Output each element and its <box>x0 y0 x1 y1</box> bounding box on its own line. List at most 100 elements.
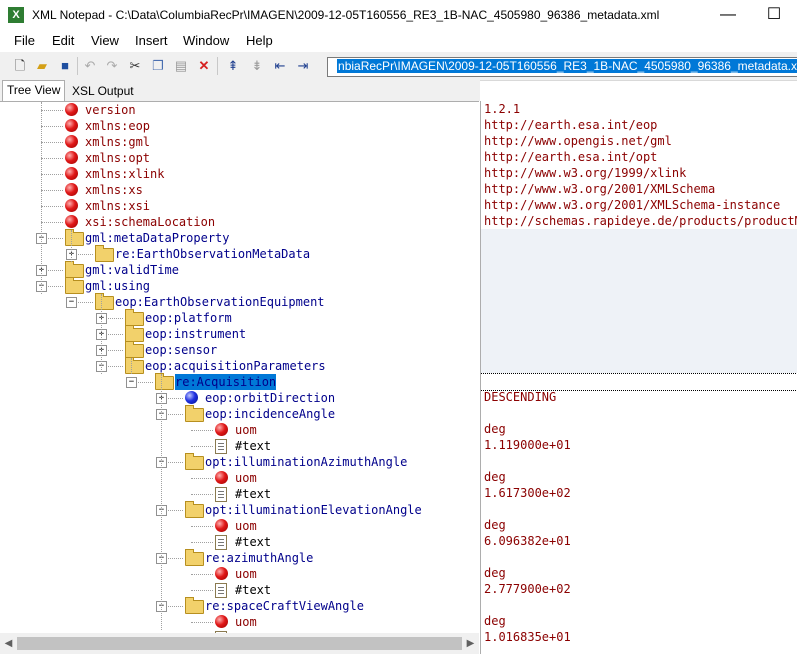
tab-xsl-output[interactable]: XSL Output <box>72 84 134 98</box>
node-value[interactable]: deg <box>484 470 506 484</box>
tree-row[interactable]: +eop:sensor <box>0 341 479 358</box>
nudge-up-icon[interactable]: ⇞ <box>227 58 239 73</box>
new-file-icon[interactable]: 🗋 <box>14 58 26 73</box>
tree-node-label[interactable]: eop:platform <box>145 311 232 325</box>
tree-row[interactable]: uom <box>0 566 479 582</box>
tree-row[interactable]: uom <box>0 614 479 630</box>
node-value[interactable]: http://schemas.rapideye.de/products/prod… <box>484 214 797 228</box>
menu-view[interactable]: View <box>91 33 119 48</box>
tree-row[interactable]: +eop:orbitDirection <box>0 390 479 406</box>
open-folder-icon[interactable]: ▰ <box>37 58 47 73</box>
tree-row[interactable]: +eop:platform <box>0 309 479 326</box>
tree-node-label[interactable]: xmlns:xs <box>85 183 143 197</box>
node-value[interactable]: 1.119000e+01 <box>484 438 571 452</box>
tree-node-label[interactable]: uom <box>235 519 257 533</box>
nudge-down-icon[interactable]: ⇟ <box>251 58 263 73</box>
node-value[interactable]: http://www.w3.org/2001/XMLSchema <box>484 182 716 196</box>
node-value[interactable]: 1.2.1 <box>484 102 521 116</box>
tree-row[interactable]: − re:Acquisition <box>0 373 479 390</box>
tree-row[interactable]: xsi:schemaLocation <box>0 214 479 230</box>
node-value[interactable]: 1.016835e+01 <box>484 630 571 644</box>
node-value[interactable]: deg <box>484 566 506 580</box>
tree-node-label[interactable]: #text <box>235 535 272 549</box>
tree-row[interactable]: +eop:instrument <box>0 325 479 342</box>
tree-row[interactable]: xmlns:xsi <box>0 198 479 214</box>
tree-row[interactable]: −re:azimuthAngle <box>0 549 479 566</box>
tree-row[interactable]: xmlns:opt <box>0 150 479 166</box>
menu-window[interactable]: Window <box>183 33 230 48</box>
tree-row[interactable]: uom <box>0 518 479 534</box>
tree-node-label[interactable]: gml:validTime <box>85 263 179 277</box>
node-value[interactable]: http://www.opengis.net/gml <box>484 134 672 148</box>
tree-node-label[interactable]: #text <box>235 439 272 453</box>
tree-node-label[interactable]: eop:acquisitionParameters <box>145 359 326 373</box>
node-value[interactable]: deg <box>484 518 506 532</box>
tree-row[interactable]: uom <box>0 422 479 438</box>
tree-node-label[interactable]: #text <box>235 630 271 634</box>
node-value[interactable]: http://earth.esa.int/opt <box>484 150 658 164</box>
minimize-button[interactable]: — <box>720 6 736 23</box>
tree-node-label[interactable]: re:Acquisition <box>175 374 277 390</box>
menu-edit[interactable]: Edit <box>52 33 75 48</box>
tree-row[interactable]: uom <box>0 470 479 486</box>
tree-node-label[interactable]: opt:illuminationElevationAngle <box>205 503 422 517</box>
tree-row[interactable]: #text <box>0 438 479 454</box>
tree-node-label[interactable]: opt:illuminationAzimuthAngle <box>205 455 408 469</box>
node-value[interactable]: 6.096382e+01 <box>484 534 571 548</box>
collapse-icon[interactable]: − <box>126 377 137 388</box>
scroll-right-icon[interactable]: ▶ <box>466 638 475 649</box>
undo-icon[interactable]: ↶ <box>84 58 96 73</box>
node-value[interactable]: 2.777900e+02 <box>484 582 571 596</box>
tree-node-label[interactable]: xmlns:xsi <box>85 199 151 213</box>
tree-node-label[interactable]: uom <box>235 471 257 485</box>
node-value-pane[interactable]: 1.2.1 http://earth.esa.int/eop http://www.… <box>480 101 797 654</box>
horizontal-scrollbar[interactable]: ◀ ▶ <box>0 633 479 654</box>
redo-icon[interactable]: ↷ <box>106 58 118 73</box>
tree-node-label[interactable]: re:EarthObservationMetaData <box>115 247 311 261</box>
tree-row[interactable]: xmlns:eop <box>0 118 479 134</box>
tree-node-label[interactable]: xmlns:xlink <box>85 167 165 181</box>
node-value[interactable]: http://www.w3.org/1999/xlink <box>484 166 687 180</box>
tree-node-label[interactable]: re:spaceCraftViewAngle <box>205 599 364 613</box>
tree-node-label[interactable]: xmlns:gml <box>85 135 151 149</box>
tree-row[interactable]: −opt:illuminationElevationAngle <box>0 501 479 518</box>
node-value[interactable]: deg <box>484 422 506 436</box>
tree-node-label[interactable]: xmlns:opt <box>85 151 151 165</box>
scroll-left-icon[interactable]: ◀ <box>4 638 13 649</box>
tree-row[interactable]: −re:spaceCraftViewAngle <box>0 597 479 614</box>
tree-node-label[interactable]: uom <box>235 567 257 581</box>
tree-node-label[interactable]: eop:orbitDirection <box>205 391 336 405</box>
tab-tree-view[interactable]: Tree View <box>2 80 66 102</box>
node-value[interactable]: http://earth.esa.int/eop <box>484 118 658 132</box>
tree-row[interactable]: #text <box>0 486 479 502</box>
tree-row[interactable]: xmlns:gml <box>0 134 479 150</box>
tree-row[interactable]: −eop:acquisitionParameters <box>0 357 479 374</box>
node-value[interactable]: 1.617300e+02 <box>484 486 571 500</box>
tree-node-label[interactable]: xmlns:eop <box>85 119 151 133</box>
delete-icon[interactable]: ✕ <box>198 58 210 73</box>
tree-node-label[interactable]: eop:incidenceAngle <box>205 407 336 421</box>
tree-row[interactable]: #text <box>0 534 479 550</box>
tree-node-label[interactable]: gml:using <box>85 279 151 293</box>
scrollbar-thumb[interactable] <box>17 637 462 650</box>
tree-node-label[interactable]: uom <box>235 423 257 437</box>
paste-icon[interactable]: ▤ <box>174 58 188 73</box>
tree-node-label[interactable]: uom <box>235 615 257 629</box>
tree-row[interactable]: +gml:validTime <box>0 261 479 278</box>
node-value[interactable]: DESCENDING <box>484 390 557 404</box>
tree-node-label[interactable]: re:azimuthAngle <box>205 551 314 565</box>
node-value[interactable]: http://www.w3.org/2001/XMLSchema-instanc… <box>484 198 781 212</box>
save-icon[interactable]: ■ <box>61 58 69 73</box>
tree-node-label[interactable]: gml:metaDataProperty <box>85 231 230 245</box>
tree-node-label[interactable]: eop:EarthObservationEquipment <box>115 295 325 309</box>
tree-node-label[interactable]: eop:instrument <box>145 327 247 341</box>
collapse-icon[interactable]: − <box>66 297 77 308</box>
menu-insert[interactable]: Insert <box>135 33 168 48</box>
tree-row[interactable]: #text <box>0 630 479 634</box>
nudge-left-icon[interactable]: ⇤ <box>274 58 286 73</box>
tree-node-label[interactable]: #text <box>235 583 272 597</box>
tree-node-label[interactable]: #text <box>235 487 272 501</box>
nudge-right-icon[interactable]: ⇥ <box>297 58 309 73</box>
tree-row[interactable]: version <box>0 102 479 118</box>
